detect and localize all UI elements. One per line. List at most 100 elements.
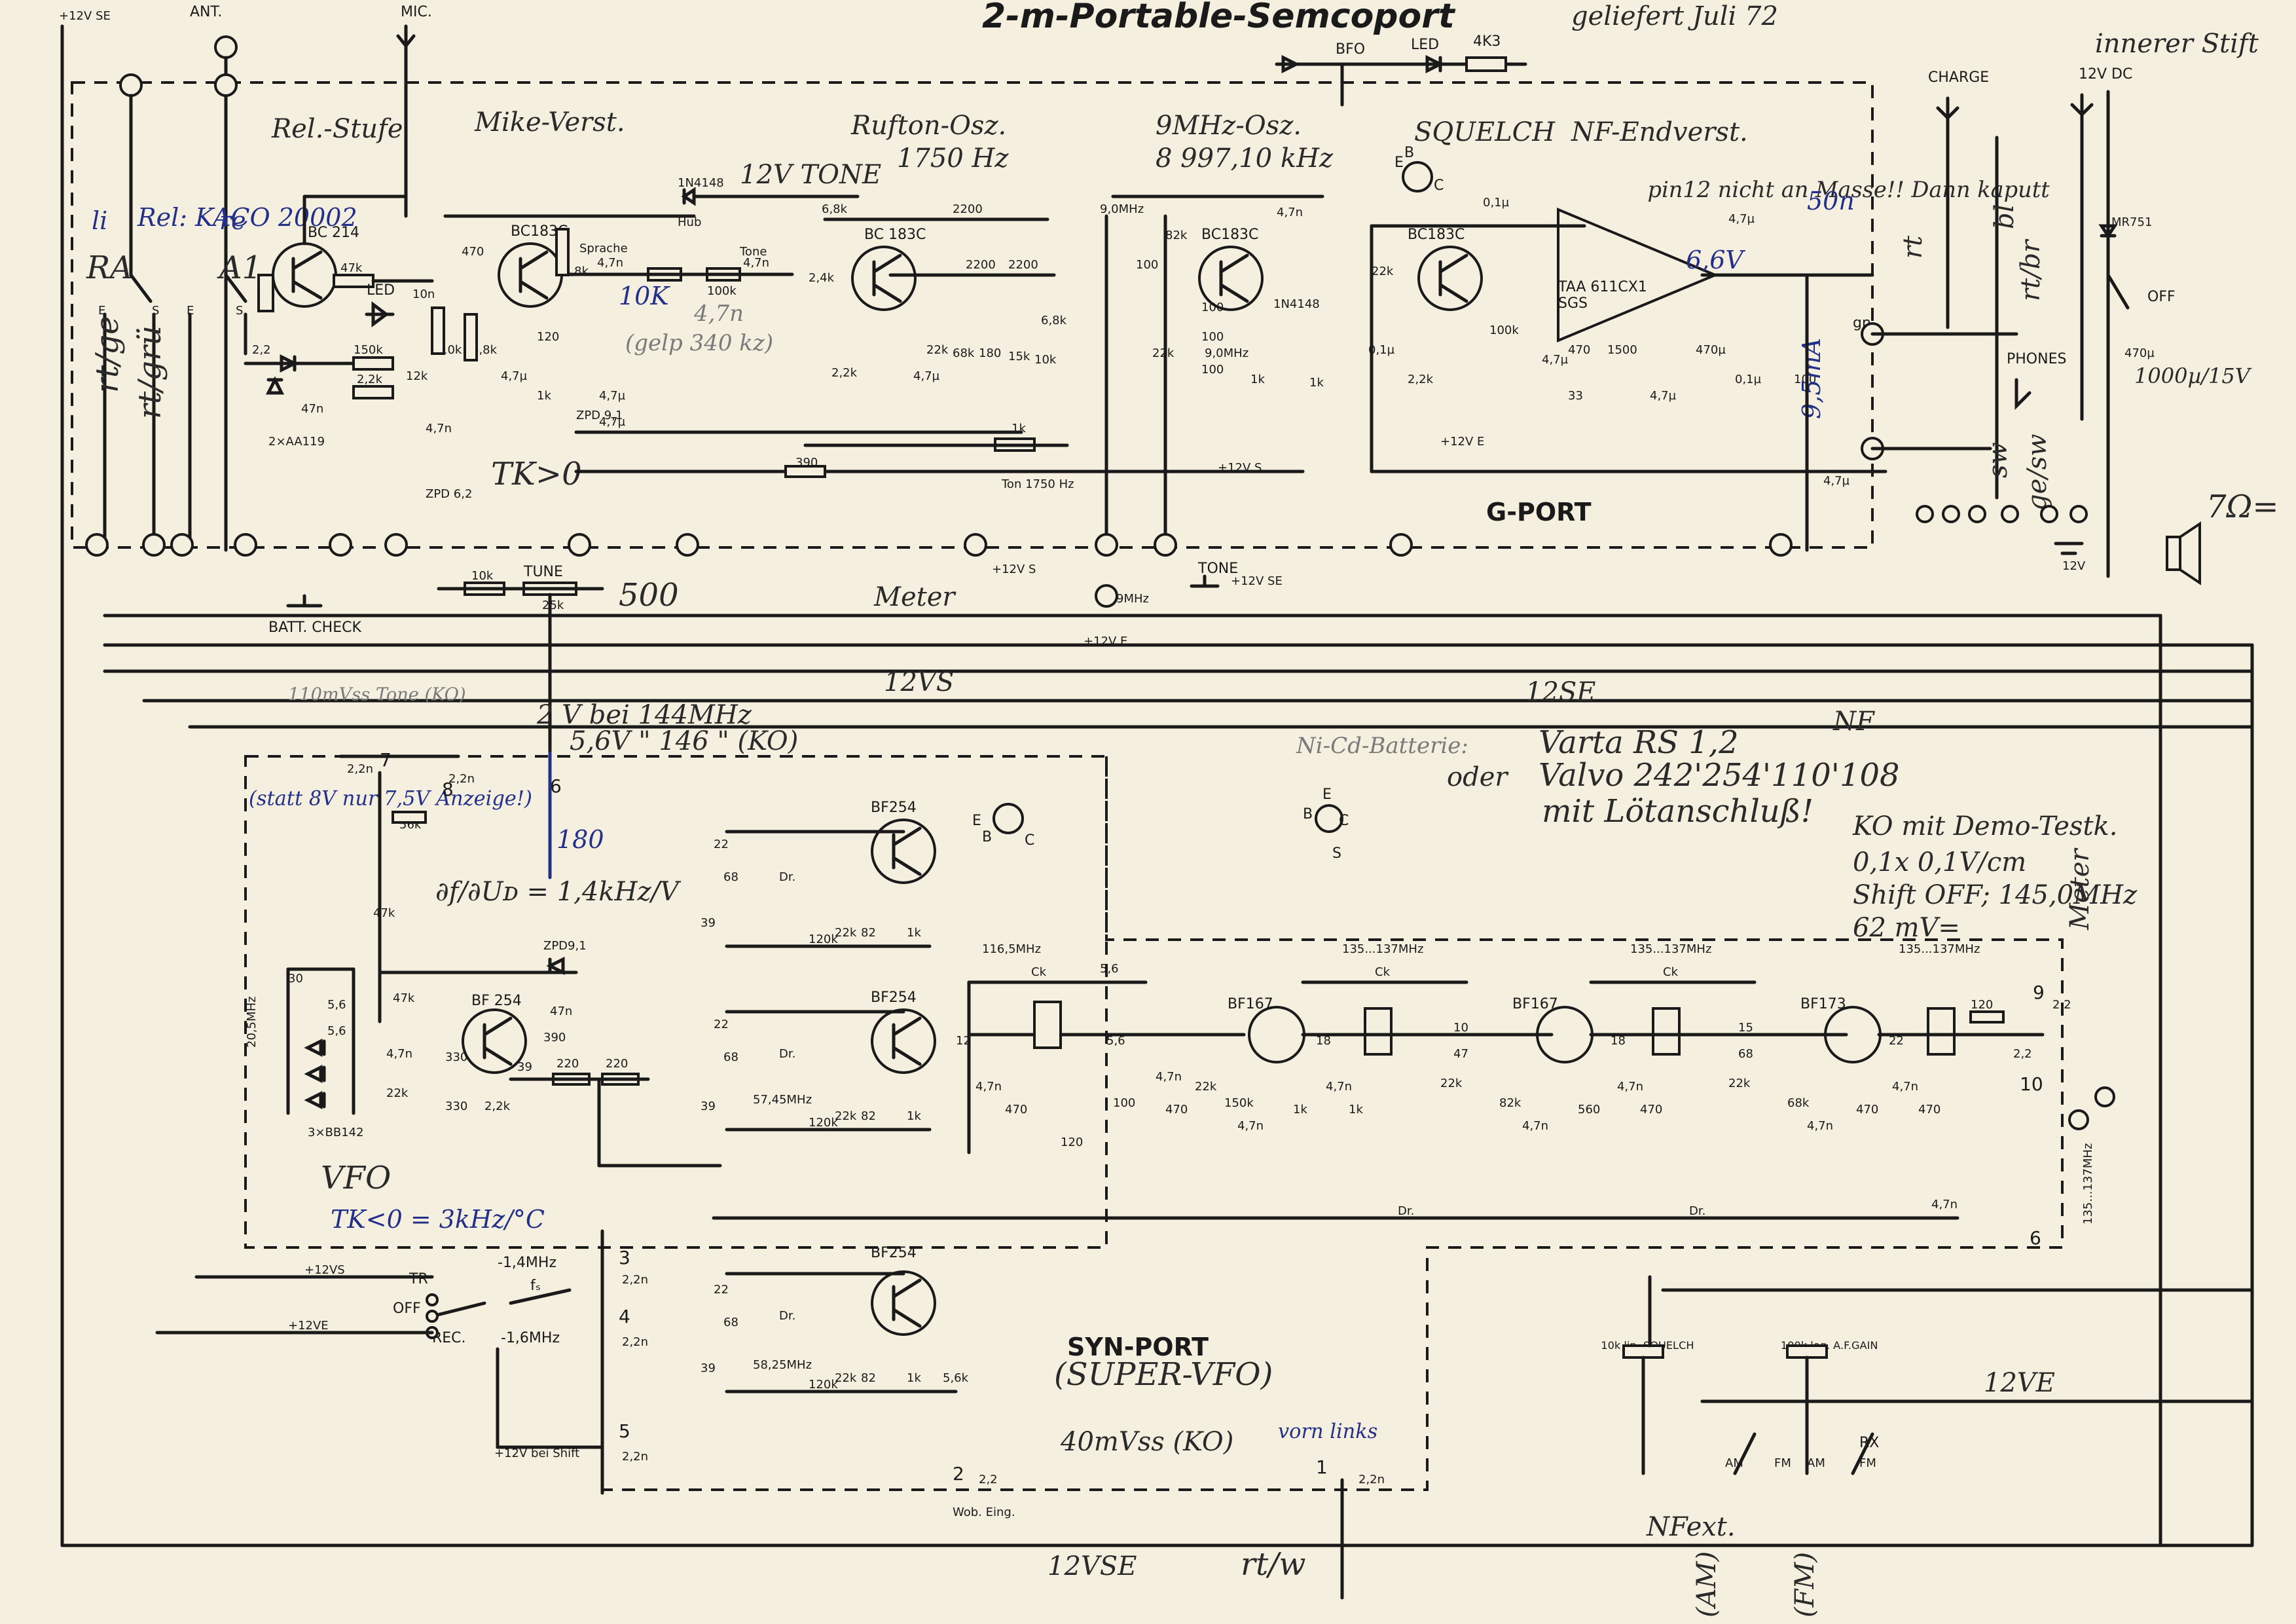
tone-button[interactable] — [1190, 574, 1220, 588]
svg-text:Meter: Meter — [2065, 847, 2095, 931]
svg-text:4,7n: 4,7n — [1522, 1119, 1548, 1133]
svg-text:6: 6 — [2030, 1227, 2041, 1249]
svg-text:ZPD 6,2: ZPD 6,2 — [426, 487, 472, 501]
svg-text:5,6: 5,6 — [1100, 962, 1119, 976]
statt-8v-note: (statt 8V nur 7,5V Anzeige!) — [249, 788, 532, 811]
svg-text:4,7n: 4,7n — [743, 256, 769, 270]
shift-switch[interactable] — [509, 1288, 572, 1305]
diode-mr751 — [2098, 224, 2118, 239]
svg-text:4,7n: 4,7n — [1277, 206, 1303, 219]
scale-note: 0,1x 0,1V/cm — [1853, 847, 2026, 877]
svg-text:Dr.: Dr. — [779, 870, 795, 884]
rtw-label: rt/w — [1241, 1546, 1306, 1583]
nicd-note: Ni-Cd-Batterie: — [1296, 733, 1468, 759]
charge-jack[interactable] — [1936, 96, 1959, 120]
super-vfo-label: (SUPER-VFO) — [1054, 1356, 1273, 1393]
wire-rtgru: rt/grü — [132, 325, 168, 419]
syn-port-board-outline — [602, 756, 2064, 1491]
section-rel-stufe: Rel.-Stufe — [271, 114, 403, 144]
bus-12se-label: 12SE — [1525, 677, 1596, 707]
svg-text:5,6: 5,6 — [327, 1024, 346, 1038]
svg-text:3: 3 — [619, 1247, 630, 1268]
svg-text:1N4148: 1N4148 — [1273, 297, 1320, 311]
svg-text:10k: 10k — [1034, 353, 1057, 367]
cap-1000u-note: 1000µ/15V — [2134, 363, 2252, 388]
varicap-diodes — [304, 1038, 326, 1110]
svg-text:18: 18 — [1316, 1034, 1331, 1048]
squelch-ebc-c: C — [1434, 177, 1444, 194]
svg-text:116,5MHz: 116,5MHz — [982, 942, 1041, 956]
am-fm-switch-2[interactable] — [1851, 1432, 1874, 1475]
svg-text:6,8k: 6,8k — [1041, 314, 1067, 327]
svg-text:39: 39 — [701, 1099, 716, 1113]
dc12-jack[interactable] — [2070, 93, 2094, 117]
g-port-label: G-PORT — [1486, 498, 1592, 526]
svg-text:B: B — [1303, 806, 1313, 822]
svg-text:4,7n: 4,7n — [597, 256, 623, 270]
am-fm-switch-1[interactable] — [1733, 1432, 1757, 1475]
svg-text:3×BB142: 3×BB142 — [308, 1126, 364, 1139]
svg-text:4,7µ: 4,7µ — [1650, 389, 1677, 403]
section-9mhz-freq: 8 997,10 kHz — [1156, 143, 1334, 174]
svg-text:470: 470 — [462, 245, 484, 259]
note-gp340: (gelp 340 kz) — [625, 330, 773, 356]
svg-text:22: 22 — [714, 838, 729, 851]
phones-jack[interactable] — [2014, 378, 2032, 411]
svg-text:220: 220 — [556, 1057, 579, 1071]
tone-button-label: TONE — [1197, 561, 1238, 577]
svg-text:25k: 25k — [542, 599, 564, 612]
svg-text:22: 22 — [714, 1018, 729, 1031]
svg-text:BF254: BF254 — [871, 989, 917, 1006]
svg-text:12: 12 — [956, 1034, 971, 1048]
loet-note: mit Lötanschluß! — [1542, 793, 1813, 830]
svg-text:+12VS: +12VS — [304, 1263, 345, 1277]
svg-text:500: 500 — [619, 577, 679, 614]
mic-connector[interactable] — [396, 24, 416, 49]
svg-text:22k: 22k — [835, 1371, 857, 1385]
svg-text:E: E — [1322, 786, 1332, 803]
svg-text:120k: 120k — [809, 1116, 838, 1130]
svg-text:oder: oder — [1447, 762, 1509, 792]
svg-text:470: 470 — [1005, 1103, 1027, 1116]
bc183c-squelch-transistor — [1417, 246, 1483, 311]
batt-check-button[interactable] — [286, 594, 323, 608]
ant-connector[interactable] — [214, 35, 238, 59]
svg-text:6,8k: 6,8k — [822, 202, 848, 216]
af-gain-potentiometer[interactable] — [1786, 1344, 1828, 1359]
svg-text:47n: 47n — [550, 1005, 572, 1018]
svg-text:2,2n: 2,2n — [622, 1450, 648, 1464]
svg-text:220: 220 — [606, 1057, 628, 1071]
svg-text:rt/br: rt/br — [2016, 238, 2046, 301]
power-off-switch[interactable] — [2106, 273, 2130, 310]
squelch-potentiometer[interactable] — [1622, 1344, 1664, 1359]
svg-text:9,0MHz: 9,0MHz — [1100, 202, 1144, 216]
svg-text:4,7n: 4,7n — [1931, 1198, 1958, 1211]
section-nf-endverst: NF-Endverst. — [1571, 117, 1748, 147]
svg-text:0,1µ: 0,1µ — [1368, 343, 1395, 357]
relay-coil — [257, 274, 274, 312]
svg-text:100: 100 — [1794, 373, 1816, 386]
svg-text:7: 7 — [380, 749, 392, 771]
svg-text:100: 100 — [1136, 258, 1158, 272]
relay-li-label: li — [92, 206, 107, 235]
note-4-7n: 4,7n — [693, 301, 744, 327]
svg-text:1k: 1k — [1250, 373, 1265, 386]
svg-text:68k: 68k — [1787, 1096, 1810, 1110]
svg-text:Ton 1750 Hz: Ton 1750 Hz — [1001, 477, 1074, 491]
svg-text:135...137MHz: 135...137MHz — [1630, 942, 1711, 956]
tk-gt-0-label: TK>0 — [491, 456, 582, 492]
bc183c-9mhz-label: BC183C — [1201, 227, 1258, 243]
svg-text:BF254: BF254 — [871, 1245, 917, 1261]
svg-text:1k: 1k — [907, 926, 921, 940]
svg-text:82k: 82k — [1165, 229, 1188, 242]
ko-demo-note: KO mit Demo-Testk. — [1852, 811, 2117, 841]
svg-text:1k: 1k — [537, 389, 551, 403]
svg-text:2200: 2200 — [966, 258, 996, 272]
svg-text:(AM): (AM) — [1692, 1551, 1722, 1617]
tr-rec-switch[interactable] — [430, 1301, 486, 1318]
section-rufton-osz: Rufton-Osz. — [850, 111, 1006, 141]
svg-text:47: 47 — [1453, 1047, 1468, 1061]
svg-text:8: 8 — [442, 779, 454, 800]
taa611-amplifier — [1557, 208, 1719, 342]
svg-text:2×AA119: 2×AA119 — [268, 435, 325, 449]
